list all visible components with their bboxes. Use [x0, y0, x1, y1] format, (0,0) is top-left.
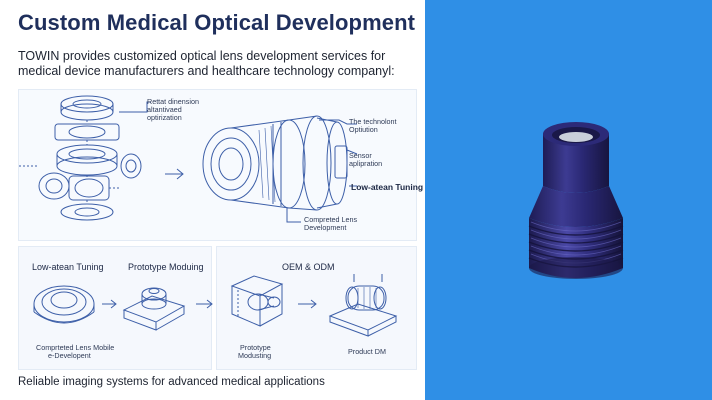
page-subtitle: TOWIN provides customized optical lens d…	[18, 49, 395, 78]
panel2-heading: Prototype Moduing	[128, 262, 204, 272]
left-content: Custom Medical Optical Development TOWIN…	[18, 10, 424, 388]
process-panels: Low-atean Tuning Prototype Moduing OEM &…	[18, 246, 417, 370]
panel3-heading: OEM & ODM	[282, 262, 335, 272]
process-drawing	[33, 274, 398, 337]
completed-lens-label-line2: Development	[304, 223, 347, 232]
technology-label-line1: The technolont	[349, 117, 397, 126]
panel3-caption: Product DM	[348, 347, 386, 356]
lens-product-image	[528, 122, 624, 279]
panel1-caption-line1: Comprteted Lens Mobile	[36, 343, 115, 352]
top-diagram-panel: Rettat dinension altantivaed optirizatio…	[18, 89, 423, 241]
panel2-caption-line1: Prototype	[240, 343, 271, 352]
product-photo-area	[425, 0, 712, 400]
technology-label-line2: Optiution	[349, 125, 378, 134]
completed-lens-label-line1: Compreted Lens	[304, 215, 358, 224]
sensor-label-line2: aplipration	[349, 159, 383, 168]
tuning-label: Low-atean Tuning	[351, 182, 424, 192]
explode-label-line3: optirization	[147, 113, 182, 122]
panel2-caption-line2: Modusting	[238, 351, 272, 360]
page-title: Custom Medical Optical Development	[18, 10, 416, 35]
process-panel-oem	[216, 246, 417, 370]
explode-label-line2: altantivaed	[147, 105, 182, 114]
sensor-label-line1: Sensor	[349, 151, 372, 160]
footer-tagline: Reliable imaging systems for advanced me…	[18, 376, 325, 388]
exploded-lens-drawing	[19, 95, 358, 223]
panel1-caption-line2: e-Developent	[48, 351, 91, 360]
panel1-heading: Low-atean Tuning	[32, 262, 104, 272]
explode-label-line1: Rettat dinension	[147, 97, 199, 106]
